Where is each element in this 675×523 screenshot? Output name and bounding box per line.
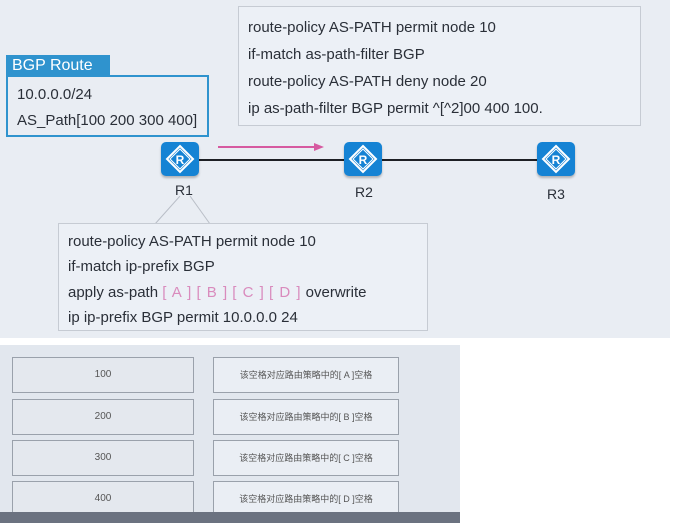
policy-line: ip ip-prefix BGP permit 10.0.0.0 24	[68, 309, 298, 326]
callout-pointer	[154, 196, 211, 225]
apply-as-path-suffix: overwrite	[305, 284, 367, 301]
link-r1-r2	[199, 159, 344, 161]
router-r1[interactable]: R	[161, 142, 199, 176]
option-value-300[interactable]: 300	[12, 440, 194, 476]
blank-b[interactable]: [ B ]	[196, 284, 229, 301]
route-prefix: 10.0.0.0/24	[17, 86, 93, 103]
option-target-d[interactable]: 该空格对应路由策略中的[ D ]空格	[213, 481, 399, 517]
policy-line: if-match ip-prefix BGP	[68, 258, 215, 275]
svg-text:R: R	[552, 153, 561, 167]
router-r3[interactable]: R	[537, 142, 575, 176]
r1-policy-callout: route-policy AS-PATH permit node 10 if-m…	[58, 223, 428, 331]
matching-options-panel: 100 该空格对应路由策略中的[ A ]空格 200 该空格对应路由策略中的[ …	[0, 345, 460, 523]
bottom-scroll-bar	[0, 512, 460, 523]
blank-d[interactable]: [ D ]	[268, 284, 302, 301]
option-target-b[interactable]: 该空格对应路由策略中的[ B ]空格	[213, 399, 399, 435]
router-label-r1: R1	[175, 182, 193, 198]
bgp-route-box: 10.0.0.0/24 AS_Path[100 200 300 400]	[6, 75, 209, 137]
router-icon: R	[541, 144, 571, 174]
blank-c[interactable]: [ C ]	[232, 284, 265, 301]
bgp-route-title: BGP Route	[6, 55, 110, 76]
blank-a[interactable]: [ A ]	[162, 284, 193, 301]
policy-line: ip as-path-filter BGP permit ^[^2]00 400…	[248, 100, 543, 117]
router-icon: R	[165, 144, 195, 174]
route-as-path: AS_Path[100 200 300 400]	[17, 112, 198, 129]
network-diagram: route-policy AS-PATH permit node 10 if-m…	[0, 0, 670, 338]
router-r2[interactable]: R	[344, 142, 382, 176]
router-icon: R	[348, 144, 378, 174]
svg-text:R: R	[176, 153, 185, 167]
router-label-r3: R3	[547, 186, 565, 202]
option-target-c[interactable]: 该空格对应路由策略中的[ C ]空格	[213, 440, 399, 476]
advertise-direction-arrow	[218, 143, 324, 151]
router-label-r2: R2	[355, 184, 373, 200]
option-value-200[interactable]: 200	[12, 399, 194, 435]
policy-line: route-policy AS-PATH permit node 10	[68, 233, 316, 250]
policy-line-apply-as-path: apply as-path [ A ] [ B ] [ C ] [ D ] ov…	[68, 284, 367, 301]
svg-text:R: R	[359, 153, 368, 167]
option-value-100[interactable]: 100	[12, 357, 194, 393]
option-target-a[interactable]: 该空格对应路由策略中的[ A ]空格	[213, 357, 399, 393]
link-r2-r3	[382, 159, 537, 161]
policy-line: if-match as-path-filter BGP	[248, 46, 425, 63]
r2-policy-callout: route-policy AS-PATH permit node 10 if-m…	[238, 6, 641, 126]
apply-as-path-prefix: apply as-path	[68, 284, 159, 301]
policy-line: route-policy AS-PATH deny node 20	[248, 73, 487, 90]
policy-line: route-policy AS-PATH permit node 10	[248, 19, 496, 36]
